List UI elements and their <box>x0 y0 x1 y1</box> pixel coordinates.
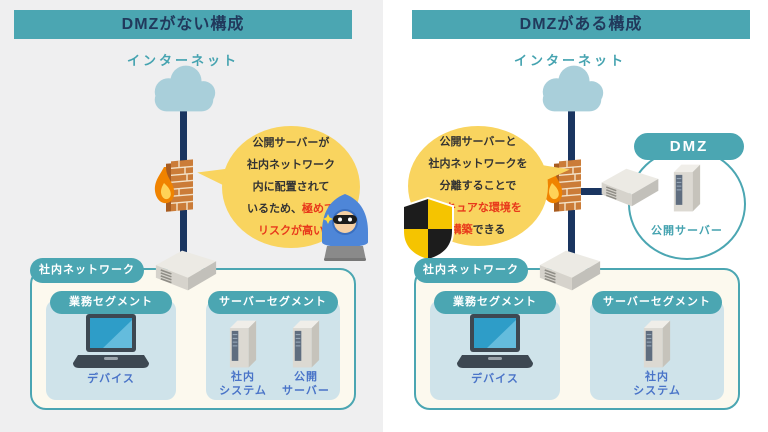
device-label: デバイス <box>471 373 519 385</box>
server-icon <box>642 320 672 368</box>
left-panel-title: DMZがない構成 <box>14 10 352 39</box>
laptop-icon <box>73 314 149 370</box>
right-business-segment-label: 業務セグメント <box>434 291 556 314</box>
dmz-connection-line <box>575 188 603 195</box>
server-icon <box>228 320 258 368</box>
firewall-icon <box>152 153 198 215</box>
laptop-icon <box>457 314 533 370</box>
left-internet-label: インターネット <box>126 53 239 68</box>
hacker-icon <box>313 192 377 262</box>
callout-line: リスクが高い <box>258 225 324 237</box>
right-internal-network-label: 社内ネットワーク <box>414 258 528 283</box>
callout-line: 公開サーバーと <box>439 136 517 148</box>
server-icon <box>672 164 702 212</box>
dmz-label: DMZ <box>634 133 744 160</box>
left-internal-network-label: 社内ネットワーク <box>30 258 144 283</box>
left-callout-bubble: 公開サーバーが 社内ネットワーク 内に配置されて いるため、極めて リスクが高い <box>222 126 360 248</box>
server-icon <box>291 320 321 368</box>
callout-line: 構築できる <box>450 224 506 236</box>
security-shield-icon <box>398 197 458 261</box>
callout-line: 社内ネットワークを <box>428 158 528 170</box>
left-business-segment-label: 業務セグメント <box>50 291 172 314</box>
callout-line: 内に配置されて <box>252 181 330 193</box>
callout-line: 社内ネットワーク <box>247 159 335 171</box>
internet-cloud-icon <box>533 62 611 114</box>
callout-line: 公開サーバーが <box>252 137 330 149</box>
switch-icon <box>536 248 604 294</box>
switch-icon <box>152 248 220 294</box>
internal-system-label: 社内 システム <box>219 371 267 397</box>
right-panel-title: DMZがある構成 <box>412 10 750 39</box>
public-server-label: 公開 サーバー <box>282 371 330 397</box>
dmz-public-server-label: 公開サーバー <box>651 225 723 237</box>
right-server-segment-label: サーバーセグメント <box>592 291 722 314</box>
internet-cloud-icon <box>145 62 223 114</box>
left-server-segment-label: サーバーセグメント <box>208 291 338 314</box>
right-internet-label: インターネット <box>513 53 626 68</box>
callout-line: 分離することで <box>439 180 517 192</box>
internal-system-label: 社内 システム <box>633 371 681 397</box>
callout-line: セキュアな環境を <box>434 202 522 214</box>
switch-icon <box>598 166 662 210</box>
device-label: デバイス <box>87 373 135 385</box>
